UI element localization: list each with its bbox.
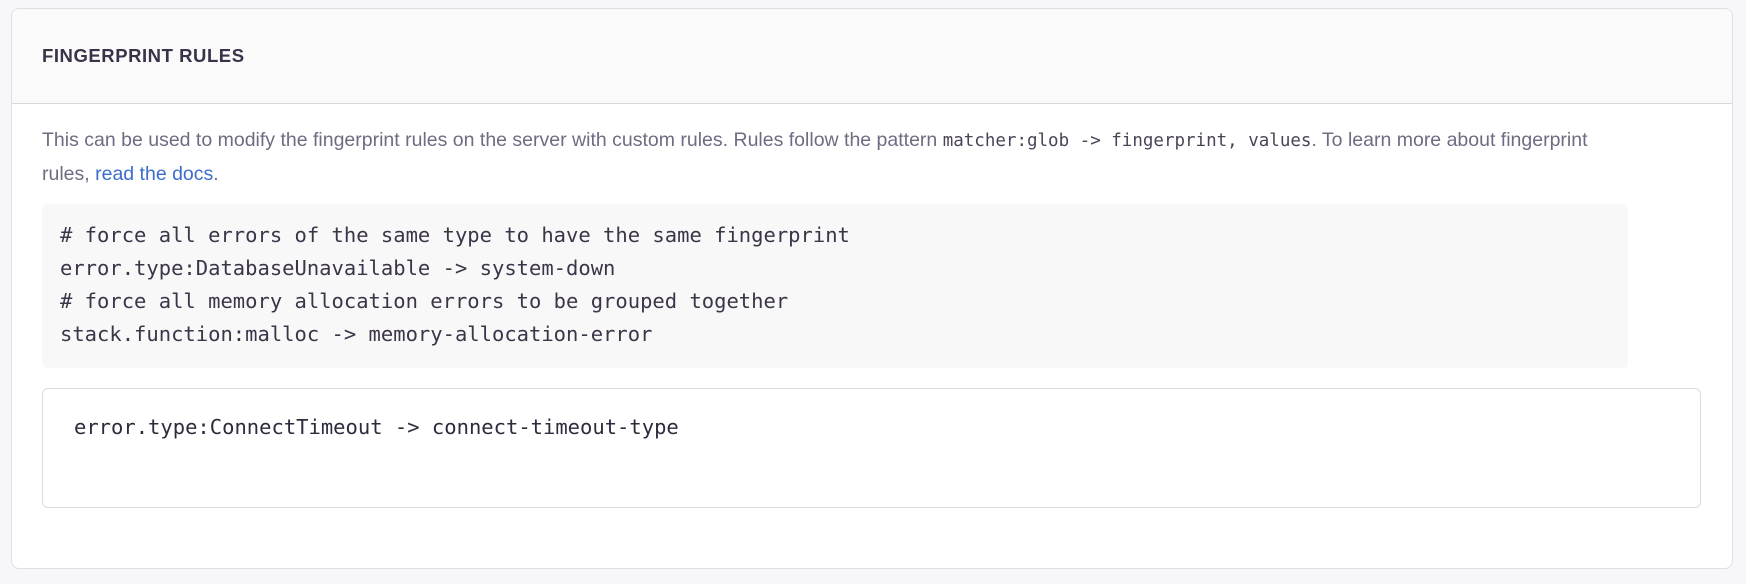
example-code-block: # force all errors of the same type to h… [42, 204, 1628, 368]
read-the-docs-link[interactable]: read the docs [95, 163, 214, 185]
panel-header: FINGERPRINT RULES [12, 9, 1732, 104]
description-part-3: . [213, 163, 219, 185]
description-part-1: This can be used to modify the fingerpri… [42, 129, 943, 151]
description-text: This can be used to modify the fingerpri… [42, 124, 1637, 191]
fingerprint-rules-panel: FINGERPRINT RULES This can be used to mo… [11, 8, 1733, 569]
example-code-text: # force all errors of the same type to h… [60, 223, 850, 346]
description-part-2: . To learn more about fingerprint rules, [42, 129, 1588, 185]
panel-body: This can be used to modify the fingerpri… [12, 104, 1732, 508]
page-title: FINGERPRINT RULES [42, 45, 245, 66]
fingerprint-rules-input[interactable] [42, 388, 1701, 508]
inline-code-pattern: matcher:glob -> fingerprint, values [942, 131, 1312, 151]
